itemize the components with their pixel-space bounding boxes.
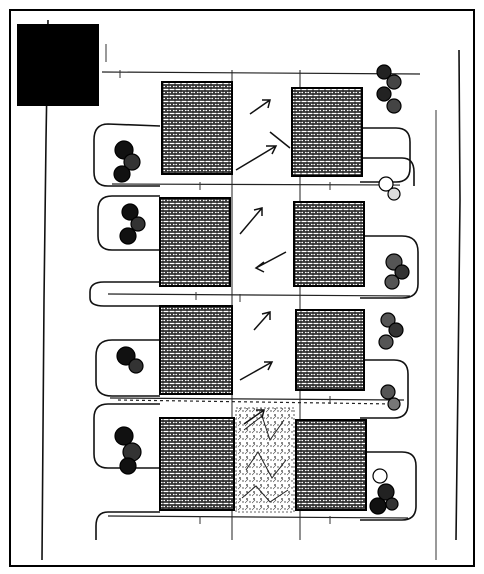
loop-left-6 [95, 511, 160, 540]
sketch-ticks [105, 44, 437, 560]
pathway-arrow [269, 131, 291, 149]
building-block [159, 305, 233, 395]
loop-right-1 [360, 127, 411, 183]
tree-cluster [376, 64, 402, 114]
tree-cluster [114, 426, 399, 515]
row-divider-3 [107, 293, 411, 297]
building-block [161, 81, 233, 175]
row-divider-1 [101, 71, 421, 75]
pathway-arrows [235, 99, 291, 425]
building-block [159, 197, 231, 287]
tree-cluster [378, 176, 401, 201]
row-divider-4 [109, 397, 405, 401]
loop-right-3 [360, 235, 419, 299]
loop-right-4 [360, 359, 409, 419]
building-block [295, 309, 365, 391]
tree-cluster [378, 312, 404, 350]
pathway-arrow [239, 207, 263, 235]
loop-left-4 [95, 339, 160, 397]
panel-label [17, 24, 99, 106]
tree-cluster [380, 384, 401, 411]
tree-cluster [119, 203, 146, 245]
loop-left-5 [93, 403, 160, 469]
loop-right-5 [360, 451, 417, 521]
pathway-arrow [243, 409, 265, 425]
pathway-arrow [239, 361, 274, 381]
green-space-strokes [241, 415, 289, 503]
loop-left-1 [93, 123, 161, 187]
building-block [291, 87, 363, 177]
tree-cluster [384, 253, 410, 290]
tree-cluster [116, 346, 144, 374]
pathway-arrow [253, 311, 271, 331]
row-divider-2 [111, 183, 401, 186]
courtyard-loops [89, 123, 419, 540]
building-block [295, 419, 367, 511]
building-block [159, 417, 235, 511]
row-divider-5 [107, 515, 409, 519]
row-dividers [101, 71, 421, 519]
loop-left-2 [97, 195, 160, 251]
tree-cluster [113, 140, 141, 183]
pathway-arrow [254, 251, 287, 273]
pathway-arrow [235, 145, 278, 171]
loop-left-3 [89, 281, 160, 307]
pathway-arrow [249, 99, 271, 115]
tree-clusters [113, 64, 410, 515]
row-divider-6 [117, 399, 396, 405]
building-blocks [159, 81, 367, 511]
loop-right-2 [360, 157, 415, 186]
right-street-line [455, 49, 461, 541]
building-block [293, 201, 365, 287]
